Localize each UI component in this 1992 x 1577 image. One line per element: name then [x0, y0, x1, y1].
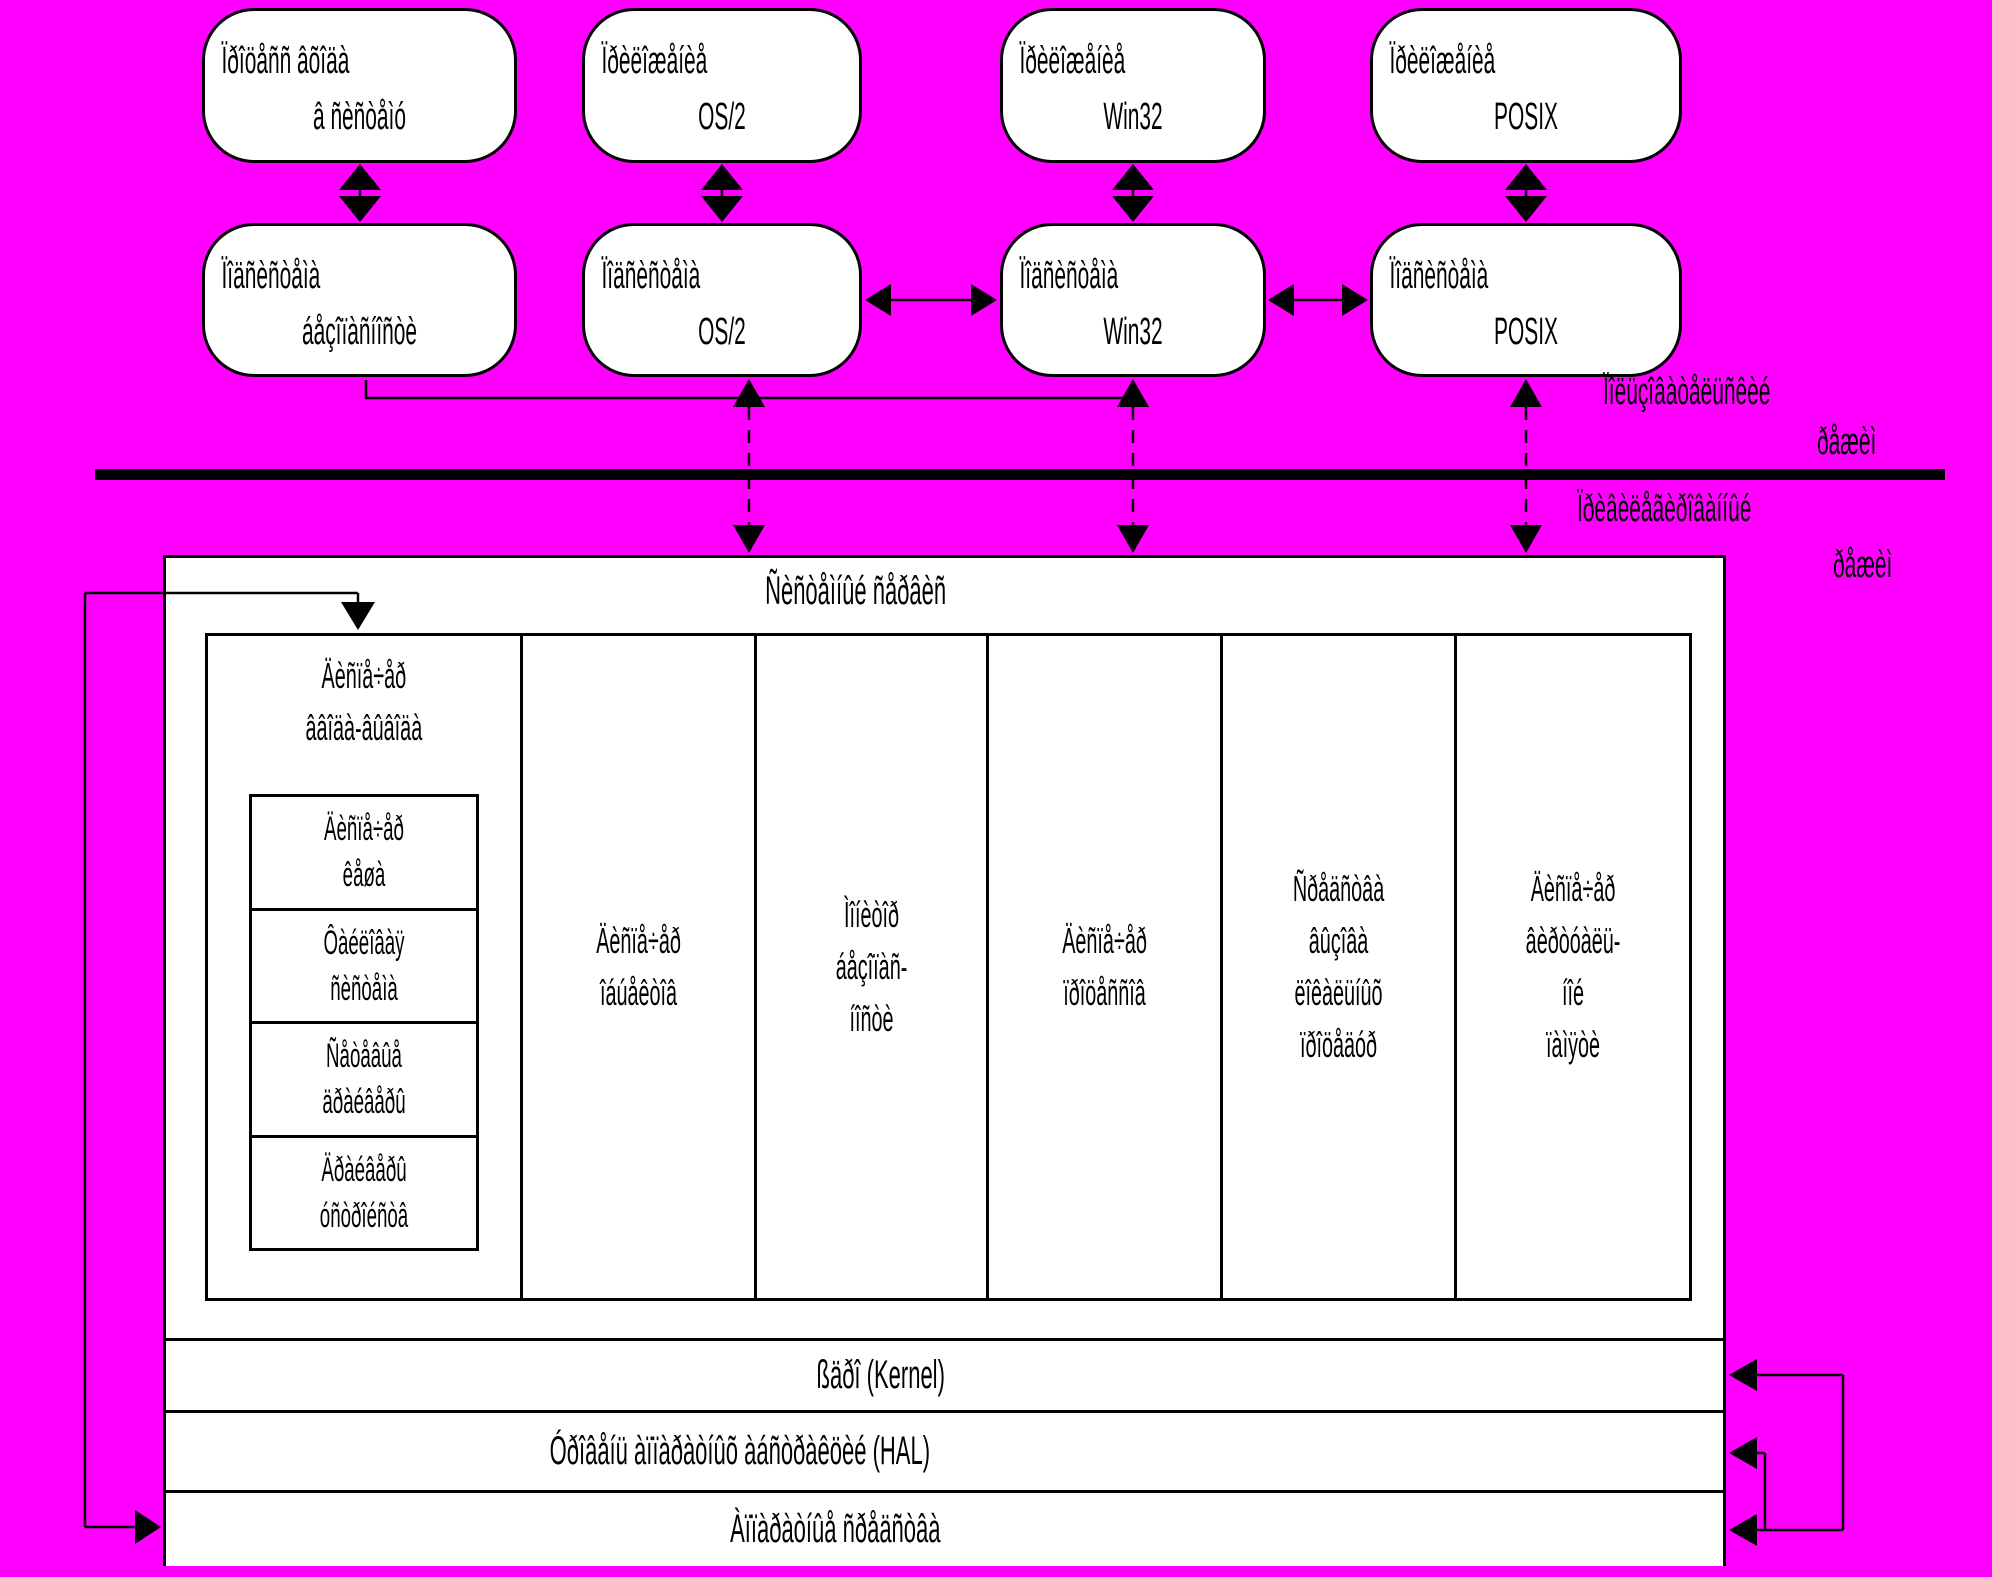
node-label: Ïîäñèñòåìà [1019, 255, 1119, 297]
node-label: Ïîäñèñòåìà [1389, 255, 1489, 297]
column-label: îáúåêòîâ [599, 972, 677, 1013]
services-title: Ñèñòåìíûé ñåðâèñ [166, 564, 1723, 618]
arrow-logon-security [339, 164, 381, 222]
column-label: Äèñïå÷åð [1530, 868, 1616, 909]
kernel-bar: ßäðî (Kernel) [166, 1338, 1723, 1410]
cell-label: äðàéâåðû [322, 1083, 406, 1122]
arrow-win32-posix [1268, 284, 1368, 316]
privileged-mode-label: ðåæèì [1833, 544, 1893, 586]
column-process-dispatcher: Äèñïå÷åð ïðîöåññîâ [985, 636, 1220, 1298]
node-subsystem-security: Ïîäñèñòåìà áåçîïàñíîñòè [202, 223, 517, 377]
node-label: Win32 [1103, 311, 1163, 353]
node-label: OS/2 [698, 311, 746, 353]
column-label: Ñðåäñòâà [1292, 868, 1385, 909]
io-cell-network-drivers: Ñåòåâûå äðàéâåðû [252, 1021, 476, 1135]
node-label: Ïðèëîæåíèå [1019, 40, 1126, 82]
column-vm-dispatcher: Äèñïå÷åð âèðòóàëü- íîé ïàìÿòè [1453, 636, 1689, 1298]
mode-divider-line [95, 469, 1945, 480]
node-label: Ïðèëîæåíèå [601, 40, 708, 82]
node-label: OS/2 [698, 96, 746, 138]
node-subsystem-posix: Ïîäñèñòåìà POSIX [1370, 223, 1682, 377]
node-app-os2: Ïðèëîæåíèå OS/2 [582, 8, 862, 163]
line-hal-hardware-loop [1729, 1437, 1767, 1530]
dashed-arrow-os2-services [733, 379, 765, 553]
io-cell-device-drivers: Äðàéâåðû óñòðîéñòâ [252, 1134, 476, 1249]
column-label: íîé [1561, 972, 1584, 1013]
node-label: Ïðèëîæåíèå [1389, 40, 1496, 82]
cell-label: ñèñòåìà [330, 969, 398, 1008]
column-label: Äèñïå÷åð [1062, 920, 1147, 961]
column-label: ââîäà-âûâîäà [305, 707, 423, 748]
arrow-os2-win32 [865, 284, 997, 316]
io-cell-file-system: Ôàéëîâàÿ ñèñòåìà [252, 907, 476, 1022]
column-header: Äèñïå÷åð ââîäà-âûâîäà [208, 636, 520, 754]
arrow-app-win32-subsystem [1112, 164, 1154, 222]
node-label: POSIX [1494, 311, 1558, 353]
node-label: Ïîäñèñòåìà [221, 255, 321, 297]
line-kernel-hardware-loop [1729, 1359, 1845, 1546]
node-label: áåçîïàñíîñòè [301, 311, 418, 353]
hardware-bar: Àïïàðàòíûå ñðåäñòâà [166, 1490, 1723, 1566]
system-services-box: Ñèñòåìíûé ñåðâèñ Äèñïå÷åð ââîäà-âûâîäà Ä… [163, 555, 1726, 1566]
column-label: áåçîïàñ- [835, 946, 908, 987]
column-label: âèðòóàëü- [1525, 920, 1621, 961]
line-security-to-services [364, 380, 1133, 400]
arrow-app-os2-subsystem [701, 164, 743, 222]
hardware-bar-label: Àïïàðàòíûå ñðåäñòâà [730, 1507, 941, 1551]
io-cell-cache-dispatcher: Äèñïå÷åð êåøà [252, 797, 476, 908]
node-app-win32: Ïðèëîæåíèå Win32 [1000, 8, 1266, 163]
hal-bar: Óðîâåíü àïïàðàòíûõ àáñòðàêöèé (HAL) [166, 1410, 1723, 1490]
dashed-arrow-win32-services [1117, 379, 1149, 553]
column-label: ïðîöåññîâ [1063, 972, 1146, 1013]
column-label: íîñòè [849, 998, 894, 1039]
services-title-text: Ñèñòåìíûé ñåðâèñ [764, 568, 947, 613]
column-io-dispatcher: Äèñïå÷åð ââîäà-âûâîäà Äèñïå÷åð êåøà Ôàéë… [208, 636, 520, 1298]
cell-label: êåøà [342, 856, 386, 895]
column-label: Äèñïå÷åð [321, 655, 407, 696]
user-mode-label: Ïîëüçîâàòåëüñêèé [1603, 371, 1771, 413]
node-label: POSIX [1494, 96, 1558, 138]
cell-label: Äðàéâåðû [321, 1150, 407, 1189]
services-columns: Äèñïå÷åð ââîäà-âûâîäà Äèñïå÷åð êåøà Ôàéë… [205, 633, 1692, 1301]
node-app-posix: Ïðèëîæåíèå POSIX [1370, 8, 1682, 163]
node-subsystem-os2: Ïîäñèñòåìà OS/2 [582, 223, 862, 377]
column-object-dispatcher: Äèñïå÷åð îáúåêòîâ [519, 636, 754, 1298]
column-label: ëîêàëüíûõ [1294, 972, 1383, 1013]
node-label: Ïðîöåññ âõîäà [221, 40, 350, 82]
column-label: ïàìÿòè [1545, 1024, 1600, 1065]
user-mode-label: ðåæèì [1817, 421, 1877, 463]
hal-bar-label: Óðîâåíü àïïàðàòíûõ àáñòðàêöèé (HAL) [549, 1429, 930, 1473]
kernel-bar-label: ßäðî (Kernel) [816, 1353, 945, 1397]
cell-label: óñòðîéñòâ [319, 1196, 409, 1235]
arrow-app-posix-subsystem [1505, 164, 1547, 222]
node-subsystem-win32: Ïîäñèñòåìà Win32 [1000, 223, 1266, 377]
cell-label: Äèñïå÷åð [324, 810, 404, 849]
cell-label: Ôàéëîâàÿ [323, 923, 405, 962]
dashed-arrow-posix-services [1510, 379, 1542, 553]
privileged-mode-label: Ïðèâèëåãèðîâàííûé [1577, 488, 1752, 530]
node-label: â ñèñòåìó [313, 96, 406, 138]
column-label: Ìîíèòîð [843, 894, 899, 935]
node-label: Win32 [1103, 96, 1163, 138]
io-stack: Äèñïå÷åð êåøà Ôàéëîâàÿ ñèñòåìà Ñåòåâûå ä… [249, 794, 479, 1251]
column-lpc-facility: Ñðåäñòâà âûçîâà ëîêàëüíûõ ïðîöåäóð [1219, 636, 1454, 1298]
cell-label: Ñåòåâûå [326, 1037, 402, 1076]
column-security-monitor: Ìîíèòîð áåçîïàñ- íîñòè [753, 636, 986, 1298]
node-label: Ïîäñèñòåìà [601, 255, 701, 297]
column-label: ïðîöåäóð [1299, 1024, 1377, 1065]
column-label: Äèñïå÷åð [595, 920, 681, 961]
column-label: âûçîâà [1308, 920, 1369, 961]
node-logon-process: Ïðîöåññ âõîäà â ñèñòåìó [202, 8, 517, 163]
